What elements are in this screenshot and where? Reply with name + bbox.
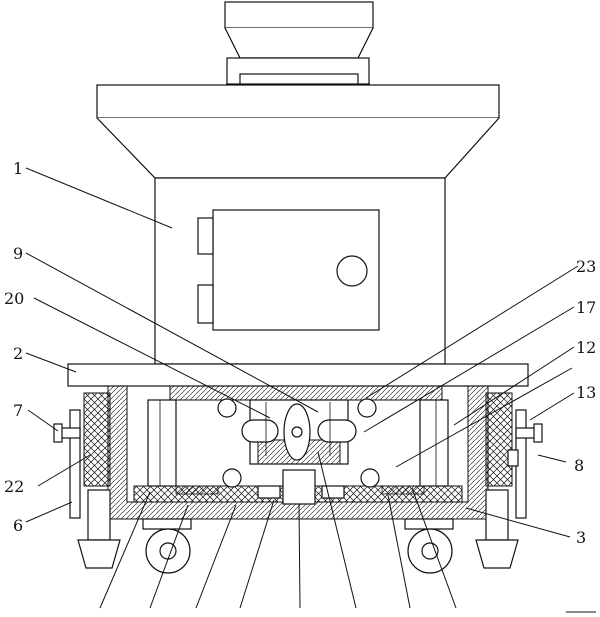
callout-6: 6: [13, 516, 23, 535]
callout-22: 22: [4, 477, 24, 496]
left-side-assembly: [53, 392, 121, 569]
callout-23: 23: [576, 257, 596, 276]
panel-knob-icon: [336, 255, 368, 287]
panel-bracket-bottom: [197, 284, 214, 324]
callout-13: 13: [576, 383, 596, 402]
callout-9: 9: [13, 244, 23, 263]
callout-8: 8: [574, 456, 584, 475]
callout-2: 2: [13, 344, 23, 363]
callout-labels: 1 9 20 2 7 22 6 23 17 12 13 8 3: [4, 159, 596, 547]
right-wheel: [404, 518, 454, 574]
callout-20: 20: [4, 289, 24, 308]
main-body: [96, 84, 500, 365]
central-mechanism: [175, 398, 425, 505]
callout-17: 17: [576, 298, 596, 317]
top-hopper: [224, 1, 374, 85]
left-wheel: [142, 518, 192, 574]
callout-3: 3: [576, 528, 586, 547]
callout-7: 7: [13, 401, 23, 420]
panel-bracket-top: [197, 217, 214, 255]
callout-12: 12: [576, 338, 596, 357]
leader-lines: [25, 167, 596, 613]
callout-1: 1: [13, 159, 23, 178]
